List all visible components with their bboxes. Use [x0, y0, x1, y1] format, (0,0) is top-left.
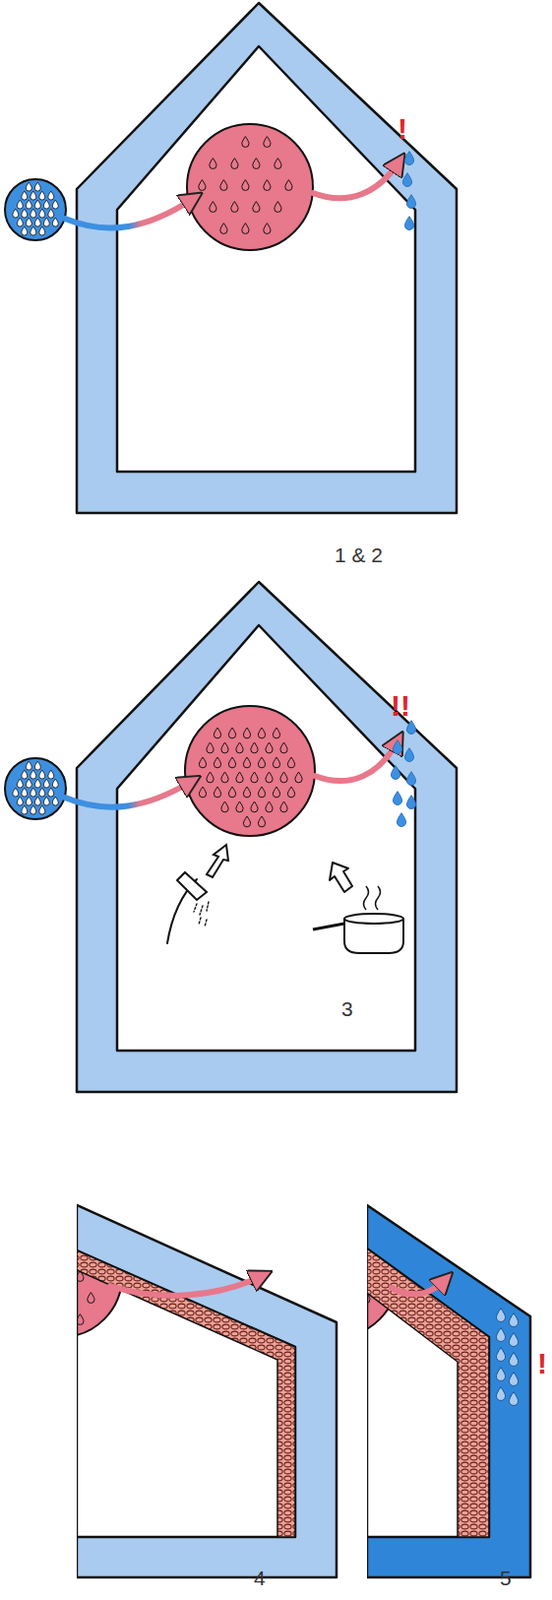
- moisture-drops: [12, 760, 60, 814]
- warning-mark: !!: [390, 690, 411, 721]
- moisture-drops: [198, 136, 293, 235]
- house-panel: [4, 2, 457, 513]
- panel-number: 3: [341, 997, 354, 1019]
- condensation-drops: [390, 720, 416, 827]
- wall-detail: [367, 1204, 531, 1577]
- panel-number: 5: [499, 1566, 512, 1588]
- moisture-drops: [12, 182, 60, 236]
- house-panel: [4, 581, 457, 1092]
- panel-number: 4: [253, 1566, 266, 1588]
- warning-mark: !: [537, 1348, 548, 1378]
- condensation-drops: [402, 151, 416, 231]
- panel-number: 1 & 2: [334, 544, 383, 565]
- condensation-drops: [495, 1307, 518, 1406]
- wall-detail: [76, 1204, 337, 1577]
- warning-mark: !: [397, 114, 408, 144]
- moisture-drops: [198, 727, 303, 827]
